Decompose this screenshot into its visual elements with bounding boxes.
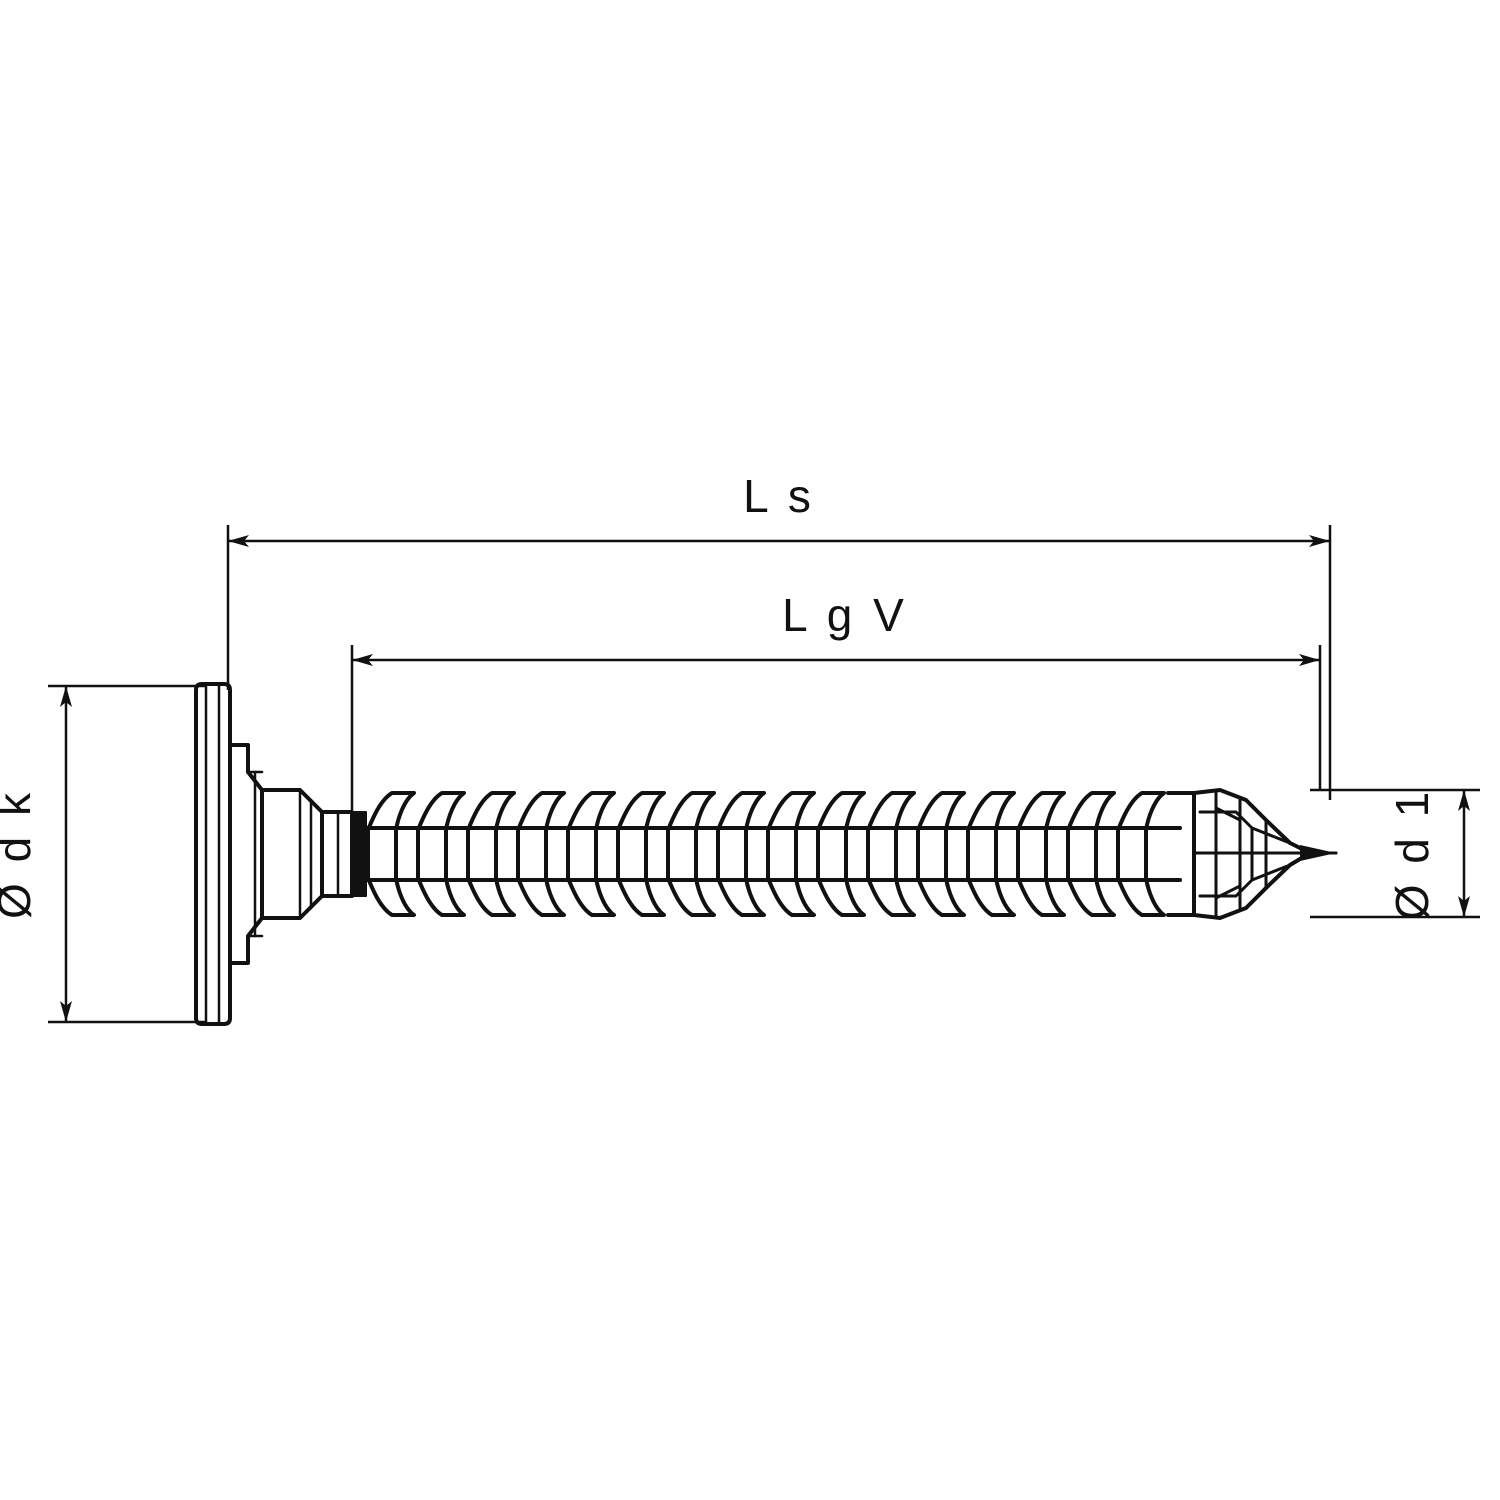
lgv-label: L g V	[782, 589, 908, 641]
dimension-lgv: L g V	[350, 589, 1322, 810]
dimension-d1: Ø d 1	[1310, 788, 1480, 921]
dk-label: Ø d k	[0, 789, 40, 919]
screw-shank	[364, 826, 1182, 882]
dimension-ls: L s	[226, 470, 1332, 800]
screw-head	[194, 682, 367, 1026]
ls-label: L s	[743, 470, 815, 522]
screw-tip	[1166, 788, 1338, 920]
screw-thread	[366, 791, 1166, 917]
dimension-dk: Ø d k	[0, 684, 205, 1024]
d1-label: Ø d 1	[1386, 788, 1438, 921]
screw-body	[194, 682, 1338, 1026]
